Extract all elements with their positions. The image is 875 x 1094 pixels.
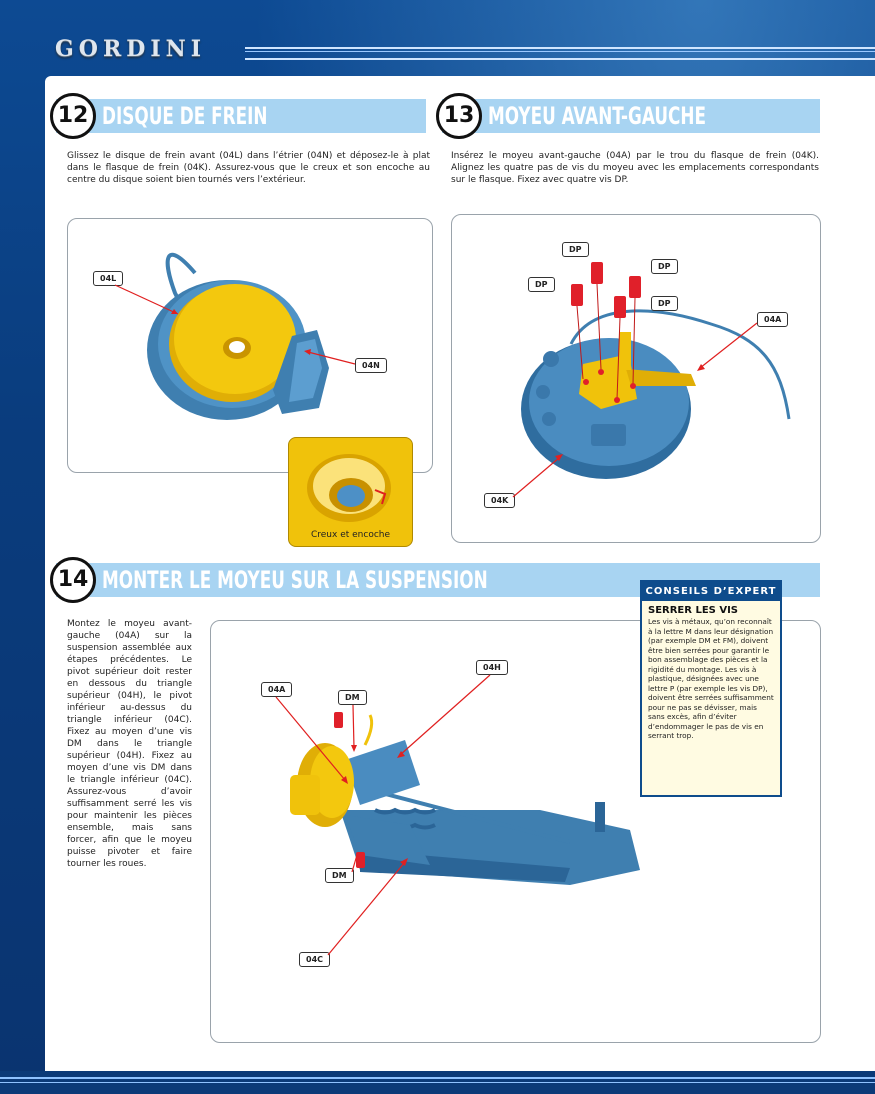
step14-text: Montez le moyeu avant-gauche (04A) sur l… [67, 619, 192, 869]
label-DM-bottom: DM [325, 868, 354, 883]
label-04A-step14: 04A [261, 682, 293, 697]
label-DP-1: DP [562, 242, 589, 257]
footer-band [0, 1071, 875, 1094]
step14-title: MONTER LE MOYEU SUR LA SUSPENSION [102, 566, 488, 594]
label-DP-3: DP [651, 259, 678, 274]
step13-title: MOYEU AVANT-GAUCHE [488, 102, 706, 130]
step13-header: 13 MOYEU AVANT-GAUCHE [436, 93, 820, 139]
label-DM-top: DM [338, 690, 367, 705]
expert-tip-text: Les vis à métaux, qu’on reconnaît à la l… [648, 617, 774, 740]
header-bar: GORDINI [0, 0, 875, 72]
step12-title: DISQUE DE FREIN [102, 102, 268, 130]
expert-tip-box: CONSEILS D’EXPERT SERRER LES VIS Les vis… [640, 580, 782, 797]
expert-tip-title: SERRER LES VIS [648, 605, 738, 616]
step12-text: Glissez le disque de frein avant (04L) d… [67, 151, 430, 185]
step13-illustration [521, 262, 791, 479]
step13-text: Insérez le moyeu avant-gauche (04A) par … [451, 151, 819, 185]
step14-number: 14 [50, 557, 96, 603]
label-04H: 04H [476, 660, 508, 675]
label-DP-4: DP [651, 296, 678, 311]
label-04L: 04L [93, 271, 124, 286]
label-04A-step13: 04A [757, 312, 789, 327]
label-04C: 04C [299, 952, 331, 967]
step13-number: 13 [436, 93, 482, 139]
gordini-logo: GORDINI [55, 36, 207, 62]
step12-number: 12 [50, 93, 96, 139]
header-rule [245, 47, 875, 60]
expert-tip-heading: CONSEILS D’EXPERT [642, 582, 780, 601]
step12-illustration [147, 252, 329, 420]
disc-recess-detail [307, 454, 391, 522]
inset-caption: Creux et encoche [310, 530, 391, 540]
label-DP-2: DP [528, 277, 555, 292]
step12-header: 12 DISQUE DE FREIN [50, 93, 426, 139]
label-04K: 04K [484, 493, 516, 508]
label-04N: 04N [355, 358, 387, 373]
detail-inset: Creux et encoche [288, 437, 413, 547]
